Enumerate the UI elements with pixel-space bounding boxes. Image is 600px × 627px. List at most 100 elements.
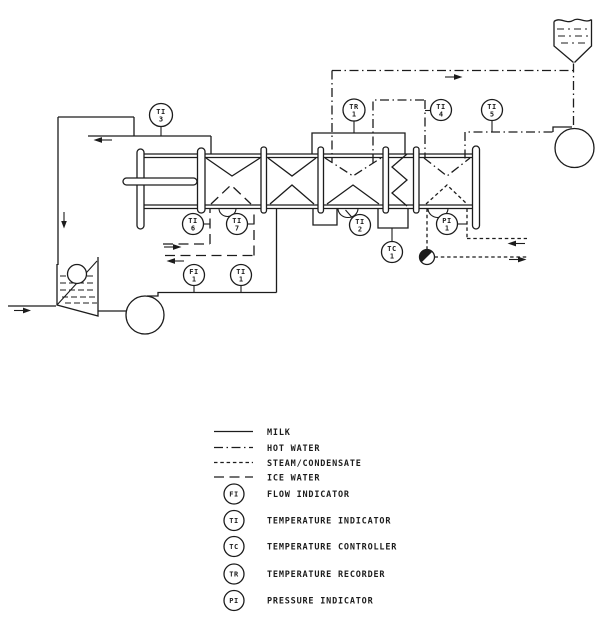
instrument-tag: TR [349,103,359,111]
arrow-condensate-out [509,256,527,263]
instrument-tag: TI [236,268,245,276]
instrument-ti1: TI 1 [229,263,253,287]
legend-label: MILK [267,428,291,438]
instrument-tag: PI [442,217,451,225]
instrument-ti2: TI 2 [348,213,372,237]
legend-label: STEAM/CONDENSATE [267,459,362,469]
instrument-ti4: TI 4 [429,98,453,122]
section2-lower-chevron [210,184,252,205]
instrument-tag: FI [189,268,198,276]
legend-bubble-tag: TR [229,571,239,579]
legend-bubble-tr [223,563,245,585]
milk-piping [8,116,406,312]
ti2-stem [345,209,353,219]
instrument-bubble [229,263,253,287]
ice-water-piping [163,184,255,257]
instrument-number: 2 [358,226,362,234]
instrument-number: 7 [235,225,239,233]
instrument-number: 4 [439,111,443,119]
press-carry-rod [122,177,198,186]
legend-bubble-fi [223,483,245,505]
instrument-number: 6 [191,225,195,233]
legend-label: FLOW INDICATOR [267,490,350,500]
instrument-tag: TI [436,103,445,111]
legend-bubble-tag: PI [229,597,238,605]
holding-zigzag [391,153,408,207]
milk-pump-body [125,295,165,335]
plate-divider [382,146,390,214]
legend-symbol-tr: TR TEMPERATURE RECORDER [223,563,385,585]
outlet-thermowell-bar [471,145,481,230]
legend-symbol-tc: TC TEMPERATURE CONTROLLER [223,535,397,558]
arrow-down-return [61,212,67,229]
instrument-tr1: TR 1 [342,98,366,122]
instrument-number: 1 [352,111,356,119]
hot-water-pump-body [554,127,595,169]
plate-heat-exchanger [122,145,481,230]
legend-bubble-tag: TI [229,517,238,525]
hot-water-pump-tail [552,126,572,132]
instrument-tag: TI [156,108,165,116]
instrument-tag: TI [188,217,197,225]
legend-label: HOT WATER [267,444,320,454]
instrument-bubble [480,98,504,122]
instrument-number: 1 [239,276,243,284]
legend-bubble-tag: FI [229,491,238,499]
press-follower-bar [196,147,206,214]
hot-water-tank-level [557,28,589,44]
flow-chevrons-hot [324,157,471,177]
arrow-steam-in [507,240,525,247]
milk-pump [125,295,165,335]
instrument-number: 1 [445,225,449,233]
legend-bubble-pi [223,589,245,612]
press-end-bar [136,148,145,230]
arrow-milk-inlet [14,307,31,314]
instrument-fi1: FI 1 [182,263,206,287]
arrow-ice-in [164,244,182,250]
legend-row-milk: MILK [214,428,291,438]
instrument-bubble [148,102,174,128]
section6-lower-chevron [425,184,468,205]
arrow-ice-out [166,258,184,264]
plate-divider [412,146,420,214]
instrument-bubble [342,98,366,122]
ice-water-out-line [165,208,255,257]
hot-water-tank-outline [553,18,593,63]
flow-chevrons-solid [205,157,380,205]
instrument-tag: TI [355,218,364,226]
legend-bubble-ti [223,509,245,532]
instrument-ti5: TI 5 [480,98,504,122]
hot-water-branch [372,99,426,163]
legend-label: ICE WATER [267,474,320,484]
hot-water-tank [553,18,593,63]
legend-symbol-ti: TI TEMPERATURE INDICATOR [223,509,391,532]
legend-label: TEMPERATURE CONTROLLER [267,543,397,553]
instrument-ti6: TI 6 [181,212,205,236]
plate-divider [317,146,325,214]
instrument-bubble [380,240,404,264]
port-ubend-right [377,208,409,229]
instrument-bubble [435,212,459,236]
instrument-tag: TI [487,103,496,111]
legend-row-steam: STEAM/CONDENSATE [214,459,362,469]
instrument-tag: TI [232,217,241,225]
arrow-left-return [93,137,112,143]
ice-water-in-line [163,208,211,245]
plate-divider [260,146,268,214]
valve-half-fill [419,249,433,263]
exchanger-rails [144,153,474,210]
legend-symbol-fi: FI FLOW INDICATOR [223,483,350,505]
instrument-pi1: PI 1 [435,212,459,236]
legend-bubble-tag: TC [229,543,238,551]
instrument-ti3: TI 3 [148,102,174,128]
hot-water-box-outline [311,132,406,154]
instrument-stems [160,109,493,293]
instrument-tag: TC [387,245,396,253]
balance-tank [56,257,99,317]
float-ball [66,263,88,285]
hot-water-pump [552,126,595,169]
milk-return-line [57,116,211,265]
legend-row-ice-water: ICE WATER [214,474,320,484]
